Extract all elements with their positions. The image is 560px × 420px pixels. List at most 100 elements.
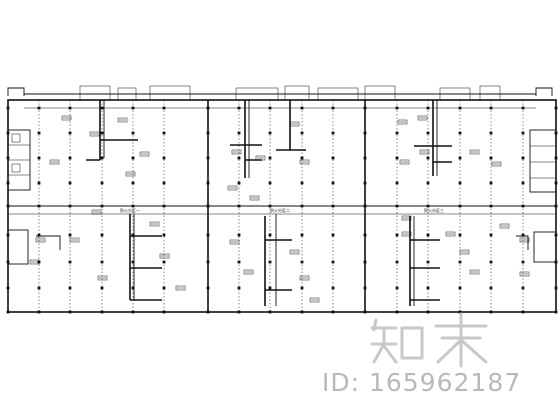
column-mark <box>521 181 525 185</box>
column-mark <box>458 131 462 135</box>
column-mark <box>131 233 135 237</box>
column-mark <box>131 131 135 135</box>
equipment-tag <box>231 149 242 155</box>
column-mark <box>489 181 493 185</box>
column-mark <box>37 233 41 237</box>
column-mark <box>300 310 304 314</box>
column-mark <box>268 181 272 185</box>
column-mark <box>300 106 304 110</box>
column-mark <box>458 286 462 290</box>
column-mark <box>206 106 210 110</box>
column-mark <box>521 204 525 208</box>
column-mark <box>521 156 525 160</box>
column-mark <box>300 233 304 237</box>
equipment-tag <box>491 161 502 167</box>
column-mark <box>37 156 41 160</box>
column-mark <box>300 131 304 135</box>
column-mark <box>237 286 241 290</box>
column-mark <box>6 233 10 237</box>
column-mark <box>37 286 41 290</box>
watermark-id: ID: 165962187 <box>322 368 522 397</box>
column-mark <box>131 204 135 208</box>
column-mark <box>489 233 493 237</box>
equipment-tag <box>519 271 530 277</box>
column-mark <box>162 233 166 237</box>
column-mark <box>458 310 462 314</box>
equipment-tag <box>229 239 240 245</box>
column-mark <box>426 260 430 264</box>
column-mark <box>268 131 272 135</box>
column-mark <box>131 181 135 185</box>
column-mark <box>237 260 241 264</box>
column-mark <box>300 156 304 160</box>
equipment-tag <box>399 159 410 165</box>
equipment-tag <box>519 237 530 243</box>
column-mark <box>6 156 10 160</box>
column-mark <box>131 156 135 160</box>
equipment-tag <box>149 221 160 227</box>
column-mark <box>554 106 558 110</box>
column-mark <box>554 286 558 290</box>
column-mark <box>554 204 558 208</box>
column-mark <box>521 106 525 110</box>
column-mark <box>237 310 241 314</box>
equipment-tag <box>61 115 72 121</box>
column-mark <box>554 181 558 185</box>
column-mark <box>395 310 399 314</box>
equipment-tag <box>417 115 428 121</box>
column-mark <box>363 260 367 264</box>
column-mark <box>521 310 525 314</box>
column-mark <box>395 286 399 290</box>
column-mark <box>426 286 430 290</box>
column-mark <box>363 286 367 290</box>
column-mark <box>489 106 493 110</box>
column-mark <box>206 181 210 185</box>
column-mark <box>162 286 166 290</box>
column-mark <box>426 131 430 135</box>
zone-label-1: 防火分区一 <box>120 207 140 213</box>
equipment-tag <box>289 121 300 127</box>
column-mark <box>68 233 72 237</box>
column-mark <box>554 131 558 135</box>
column-mark <box>268 260 272 264</box>
column-mark <box>489 286 493 290</box>
column-mark <box>363 181 367 185</box>
right-core <box>529 129 557 263</box>
column-mark <box>331 156 335 160</box>
equipment-tag <box>397 119 408 125</box>
equipment-tag <box>125 171 136 177</box>
column-mark <box>206 156 210 160</box>
structural-columns <box>6 106 558 314</box>
column-mark <box>206 233 210 237</box>
equipment-tag <box>289 249 300 255</box>
equipment-tag <box>97 275 108 281</box>
column-mark <box>68 286 72 290</box>
equipment-tag <box>139 151 150 157</box>
watermark-logo <box>370 312 488 368</box>
column-mark <box>268 106 272 110</box>
column-mark <box>6 310 10 314</box>
column-mark <box>68 106 72 110</box>
column-mark <box>237 106 241 110</box>
column-mark <box>68 181 72 185</box>
equipment-tag <box>499 223 510 229</box>
equipment-tag <box>299 159 310 165</box>
column-mark <box>100 260 104 264</box>
column-mark <box>206 131 210 135</box>
column-mark <box>100 181 104 185</box>
column-mark <box>268 204 272 208</box>
column-mark <box>37 131 41 135</box>
column-mark <box>395 106 399 110</box>
column-mark <box>489 260 493 264</box>
equipment-tag <box>445 231 456 237</box>
column-mark <box>554 156 558 160</box>
column-mark <box>100 106 104 110</box>
column-mark <box>37 106 41 110</box>
equipment-tag <box>117 117 128 123</box>
column-mark <box>458 156 462 160</box>
column-mark <box>363 204 367 208</box>
column-mark <box>300 204 304 208</box>
column-mark <box>162 156 166 160</box>
column-mark <box>426 233 430 237</box>
column-mark <box>426 204 430 208</box>
